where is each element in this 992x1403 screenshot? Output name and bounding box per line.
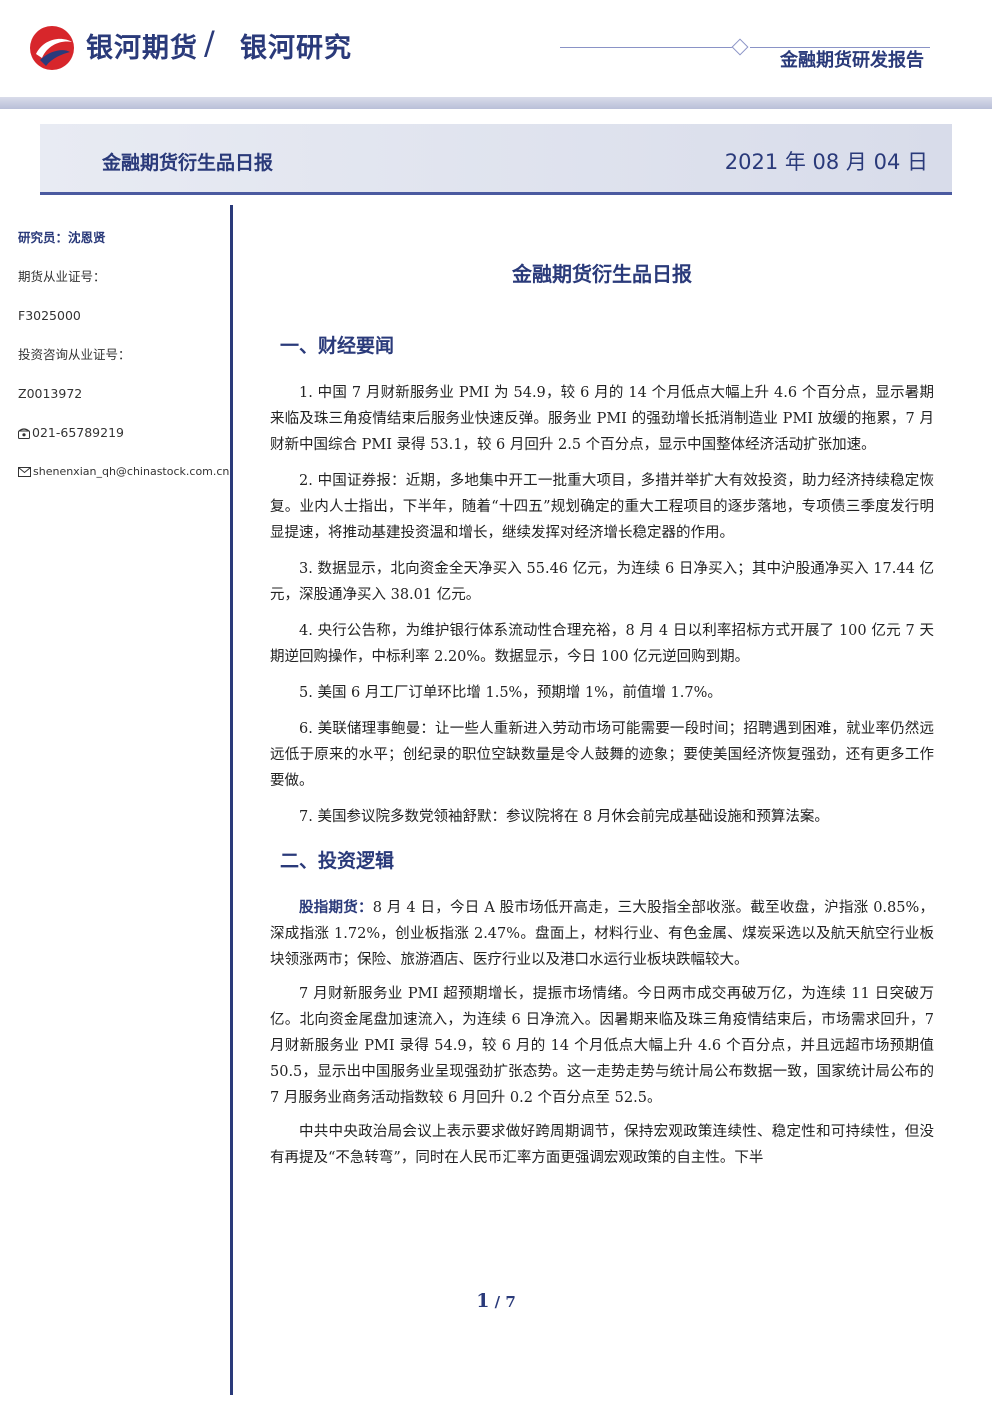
email-row: shenenxian_qh@chinastock.com.cn [18, 459, 230, 498]
band-title: 金融期货衍生品日报 [102, 152, 274, 174]
document-title: 金融期货衍生品日报 [512, 262, 692, 286]
consult-label: 投资咨询从业证号： [18, 347, 131, 362]
news-item: 7. 美国参议院多数党领袖舒默：参议院将在 8 月休会前完成基础设施和预算法案。 [299, 809, 829, 825]
news-item: 1. 中国 7 月财新服务业 PMI 为 54.9，较 6 月的 14 个月低点… [270, 385, 934, 453]
header-rule [560, 47, 732, 48]
diamond-icon [731, 38, 749, 56]
researcher-name: 研究员：沈恩贤 [18, 230, 106, 245]
stock-futures-label: 股指期货： [299, 900, 373, 916]
author-sidebar: 研究员：沈恩贤 期货从业证号： F3025000 投资咨询从业证号： Z0013… [18, 225, 230, 498]
license-label: 期货从业证号： [18, 269, 106, 284]
brand-name: 银河期货 [86, 33, 198, 64]
stock-futures-paragraph: 股指期货：8 月 4 日，今日 A 股市场低开高走，三大股指全部收涨。截至收盘，… [270, 895, 934, 973]
news-item: 6. 美联储理事鲍曼：让一些人重新进入劳动市场可能需要一段时间；招聘遇到困难，就… [270, 721, 934, 789]
total-pages: 7 [505, 1293, 516, 1311]
news-item: 3. 数据显示，北向资金全天净买入 55.46 亿元，为连续 6 日净买入；其中… [270, 561, 934, 603]
page-number: 1 / 7 [0, 1290, 992, 1312]
analysis-paragraph: 中共中央政治局会议上表示要求做好跨周期调节，保持宏观政策连续性、稳定性和可持续性… [270, 1124, 934, 1166]
analysis-paragraph: 7 月财新服务业 PMI 超预期增长，提振市场情绪。今日两市成交再破万亿，为连续… [270, 986, 934, 1106]
header-rule-right [750, 47, 930, 48]
sidebar-divider [230, 205, 233, 1395]
stock-futures-text: 8 月 4 日，今日 A 股市场低开高走，三大股指全部收涨。截至收盘，沪指涨 0… [270, 900, 934, 968]
page-header: 银河期货 / 银河研究 金融期货研发报告 [0, 0, 992, 110]
email-address[interactable]: shenenxian_qh@chinastock.com.cn [33, 465, 230, 478]
report-body: 金融期货衍生品日报 一、财经要闻 1. 中国 7 月财新服务业 PMI 为 54… [270, 258, 934, 1179]
title-band: 金融期货衍生品日报 2021 年 08 月 04 日 [40, 124, 952, 195]
phone-icon [18, 428, 30, 439]
mail-icon [18, 467, 31, 477]
consult-number: Z0013972 [18, 386, 83, 401]
report-date: 2021 年 08 月 04 日 [724, 150, 928, 174]
header-band [0, 97, 992, 109]
galaxy-logo-icon [30, 26, 74, 70]
phone-row: 021-65789219 [18, 420, 228, 459]
phone-number: 021-65789219 [32, 425, 124, 440]
section-heading-news: 一、财经要闻 [280, 335, 395, 357]
brand-separator: / [204, 24, 215, 62]
section-heading-logic: 二、投资逻辑 [280, 850, 395, 872]
current-page: 1 [476, 1290, 490, 1312]
brand-research: 银河研究 [240, 33, 352, 64]
news-item: 5. 美国 6 月工厂订单环比增 1.5%，预期增 1%，前值增 1.7%。 [299, 685, 722, 701]
page-separator: / [489, 1293, 506, 1311]
license-number: F3025000 [18, 308, 81, 323]
report-type: 金融期货研发报告 [780, 50, 924, 71]
news-item: 4. 央行公告称，为维护银行体系流动性合理充裕，8 月 4 日以利率招标方式开展… [270, 623, 934, 665]
news-item: 2. 中国证券报：近期，多地集中开工一批重大项目，多措并举扩大有效投资，助力经济… [270, 473, 934, 541]
